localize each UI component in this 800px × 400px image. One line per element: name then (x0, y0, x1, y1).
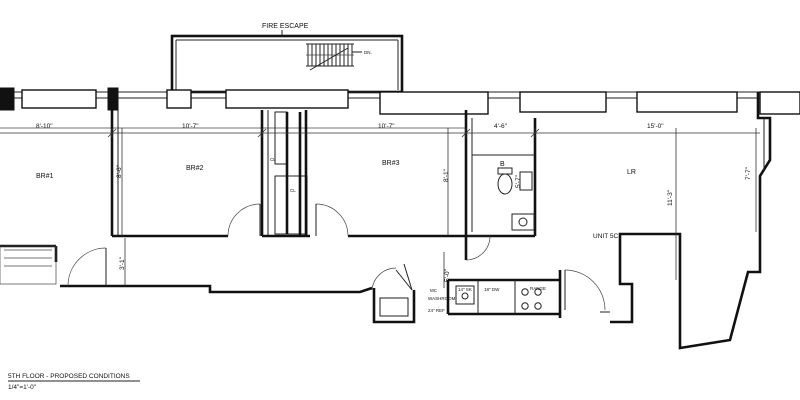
room-label-br1: BR#1 (36, 173, 54, 180)
dim-8-1: 8'-1" (443, 168, 450, 182)
kitchen-label-sink: 14" SK (458, 287, 472, 292)
dimension-lines (0, 128, 760, 288)
dim-15-0: 15'-0" (647, 123, 664, 130)
dim-10-7-a: 10'-7" (182, 123, 199, 130)
fire-escape: FIRE ESCAPE DN. (170, 23, 404, 94)
drawing-title: 5TH FLOOR - PROPOSED CONDITIONS (8, 373, 130, 380)
drawing-scale: 1/4"=1'-0" (8, 384, 37, 391)
room-labels: BR#1 BR#2 BR#3 LR B UNIT 5C CL CL (36, 157, 636, 240)
doors (67, 203, 606, 311)
room-label-br2: BR#2 (186, 165, 204, 172)
dim-11-3: 11'-3" (667, 189, 674, 206)
kitchen-labels: MC WASHROOM 24" REF 14" SK 18" DW RANGE (428, 286, 546, 313)
dim-4-6: 4'-6" (494, 123, 508, 130)
kitchen-label-washroom: WASHROOM (428, 296, 456, 301)
kitchen-label-dw: 18" DW (484, 287, 500, 292)
fire-escape-stairs (306, 43, 362, 71)
dn-label: DN. (364, 50, 372, 55)
kitchen-label-range: RANGE (530, 286, 546, 291)
kitchen-label-mc: MC (430, 288, 438, 293)
room-label-br3: BR#3 (382, 160, 400, 167)
dim-7-7: 7'-7" (745, 166, 752, 180)
title-block: 5TH FLOOR - PROPOSED CONDITIONS 1/4"=1'-… (8, 373, 140, 391)
interior-walls (0, 92, 772, 350)
dimension-labels: 8'-10" 10'-7" 10'-7" 4'-6" 15'-0" 8'-6" … (36, 123, 752, 282)
unit-label: UNIT 5C (593, 233, 618, 240)
dim-10-7-b: 10'-7" (378, 123, 395, 130)
dim-8-6: 8'-6" (116, 164, 123, 178)
closet-label-a: CL (270, 157, 276, 162)
fire-escape-label: FIRE ESCAPE (262, 23, 309, 30)
closet-label-b: CL (290, 188, 296, 193)
bathroom-fixtures (472, 154, 535, 231)
dim-3-1: 3'-1" (119, 256, 126, 270)
room-label-bath: B (500, 161, 505, 168)
kitchen-label-ref: 24" REF (428, 308, 445, 313)
dim-8-10: 8'-10" (36, 123, 53, 130)
dim-5-0: 5'-0" (444, 268, 451, 282)
room-label-lr: LR (627, 169, 636, 176)
dim-5-7: 5'-7" (515, 174, 522, 188)
exterior-front-wall (0, 87, 800, 115)
